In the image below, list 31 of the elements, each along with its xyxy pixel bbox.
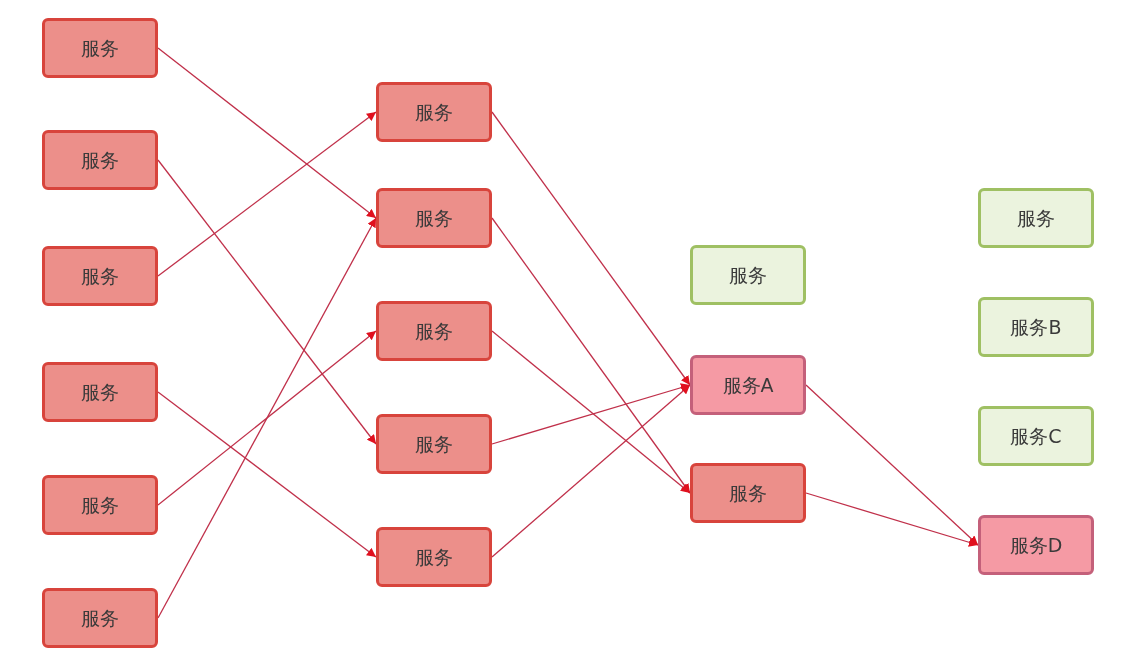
arrow xyxy=(491,384,691,558)
arrow xyxy=(805,384,979,546)
service-box: 服务 xyxy=(376,82,492,142)
service-box: 服务 xyxy=(42,246,158,306)
service-box: 服务 xyxy=(376,301,492,361)
service-box: 服务 xyxy=(42,588,158,648)
service-box: 服务C xyxy=(978,406,1094,466)
arrow xyxy=(157,47,377,219)
arrow xyxy=(491,330,691,494)
service-box: 服务 xyxy=(690,463,806,523)
arrow xyxy=(805,492,979,547)
service-box: 服务 xyxy=(42,362,158,422)
service-box: 服务 xyxy=(42,130,158,190)
service-box: 服务 xyxy=(376,188,492,248)
service-box: 服务D xyxy=(978,515,1094,575)
service-box: 服务 xyxy=(690,245,806,305)
service-box: 服务A xyxy=(690,355,806,415)
service-box: 服务B xyxy=(978,297,1094,357)
arrow xyxy=(491,217,691,494)
arrow xyxy=(157,111,377,277)
service-box: 服务 xyxy=(978,188,1094,248)
service-box: 服务 xyxy=(42,475,158,535)
service-box: 服务 xyxy=(376,527,492,587)
arrow xyxy=(157,391,377,558)
arrow xyxy=(491,383,691,445)
arrow xyxy=(157,330,377,506)
service-box: 服务 xyxy=(376,414,492,474)
arrow xyxy=(491,111,691,386)
arrow xyxy=(157,159,377,445)
arrow xyxy=(157,217,377,619)
service-box: 服务 xyxy=(42,18,158,78)
